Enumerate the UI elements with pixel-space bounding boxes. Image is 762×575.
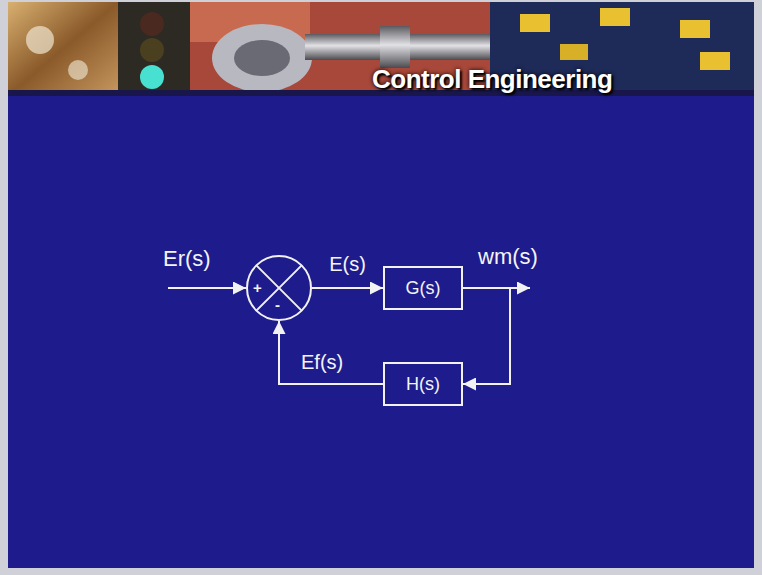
signal-name: wm(s) bbox=[478, 244, 538, 270]
sign-mark: + bbox=[253, 280, 262, 296]
signal-line bbox=[279, 321, 383, 384]
block-name: H(s) bbox=[406, 373, 440, 395]
input-arrow bbox=[168, 287, 246, 289]
signal-line bbox=[463, 288, 510, 384]
banner-photo bbox=[68, 60, 88, 80]
banner-photo bbox=[26, 26, 54, 54]
banner-photo bbox=[8, 2, 118, 96]
banner-photo bbox=[380, 26, 410, 68]
traffic-light bbox=[140, 12, 164, 36]
banner-photo bbox=[700, 52, 730, 70]
banner-photo bbox=[212, 24, 312, 92]
signal-name: Ef(s) bbox=[301, 350, 343, 374]
signal-line bbox=[312, 287, 383, 289]
summing-junction: +- bbox=[246, 255, 312, 321]
banner-photo bbox=[520, 14, 550, 32]
traffic-light bbox=[140, 65, 164, 89]
slide-ground bbox=[8, 96, 754, 568]
banner-ground bbox=[8, 2, 754, 96]
transfer-block: G(s) bbox=[383, 266, 463, 310]
junction-circle bbox=[247, 256, 311, 320]
banner-photo bbox=[234, 40, 290, 76]
banner-photo bbox=[600, 8, 630, 26]
traffic-light bbox=[140, 38, 164, 62]
signal-name: E(s) bbox=[329, 252, 366, 276]
banner-title: Control Engineering bbox=[372, 64, 612, 94]
traffic-light bbox=[118, 2, 190, 96]
banner-photo bbox=[560, 44, 588, 60]
banner-photo bbox=[680, 20, 710, 38]
transfer-block: H(s) bbox=[383, 362, 463, 406]
sign-mark: - bbox=[275, 297, 280, 313]
signal-name: Er(s) bbox=[163, 246, 211, 272]
block-name: G(s) bbox=[406, 277, 441, 299]
